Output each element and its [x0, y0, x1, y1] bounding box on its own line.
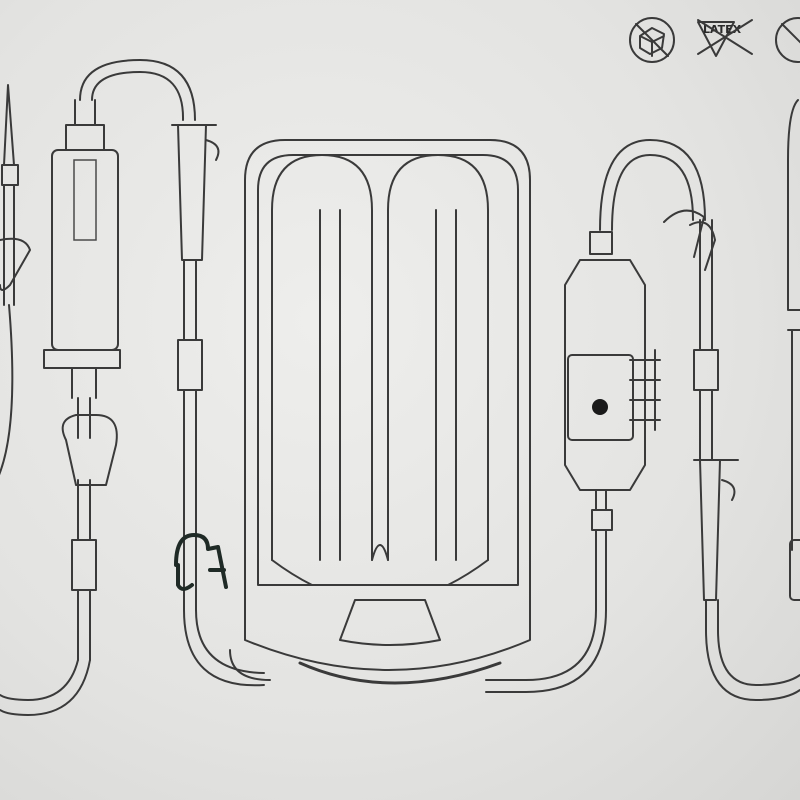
drip-chamber [0, 99, 121, 716]
filter-chamber [171, 124, 265, 687]
tube-top-loop [79, 59, 196, 121]
sensor-dot [592, 399, 608, 415]
pressure-chamber [229, 139, 706, 693]
warming-bag [244, 139, 531, 685]
right-edge-component [787, 99, 800, 601]
right-line [663, 209, 800, 701]
no-symbol-icon [775, 17, 800, 63]
latex-free-symbol-icon: LATEX [697, 19, 753, 57]
spike [0, 84, 31, 476]
no-reuse-symbol-icon [629, 17, 675, 63]
roller-clamp [174, 533, 228, 591]
